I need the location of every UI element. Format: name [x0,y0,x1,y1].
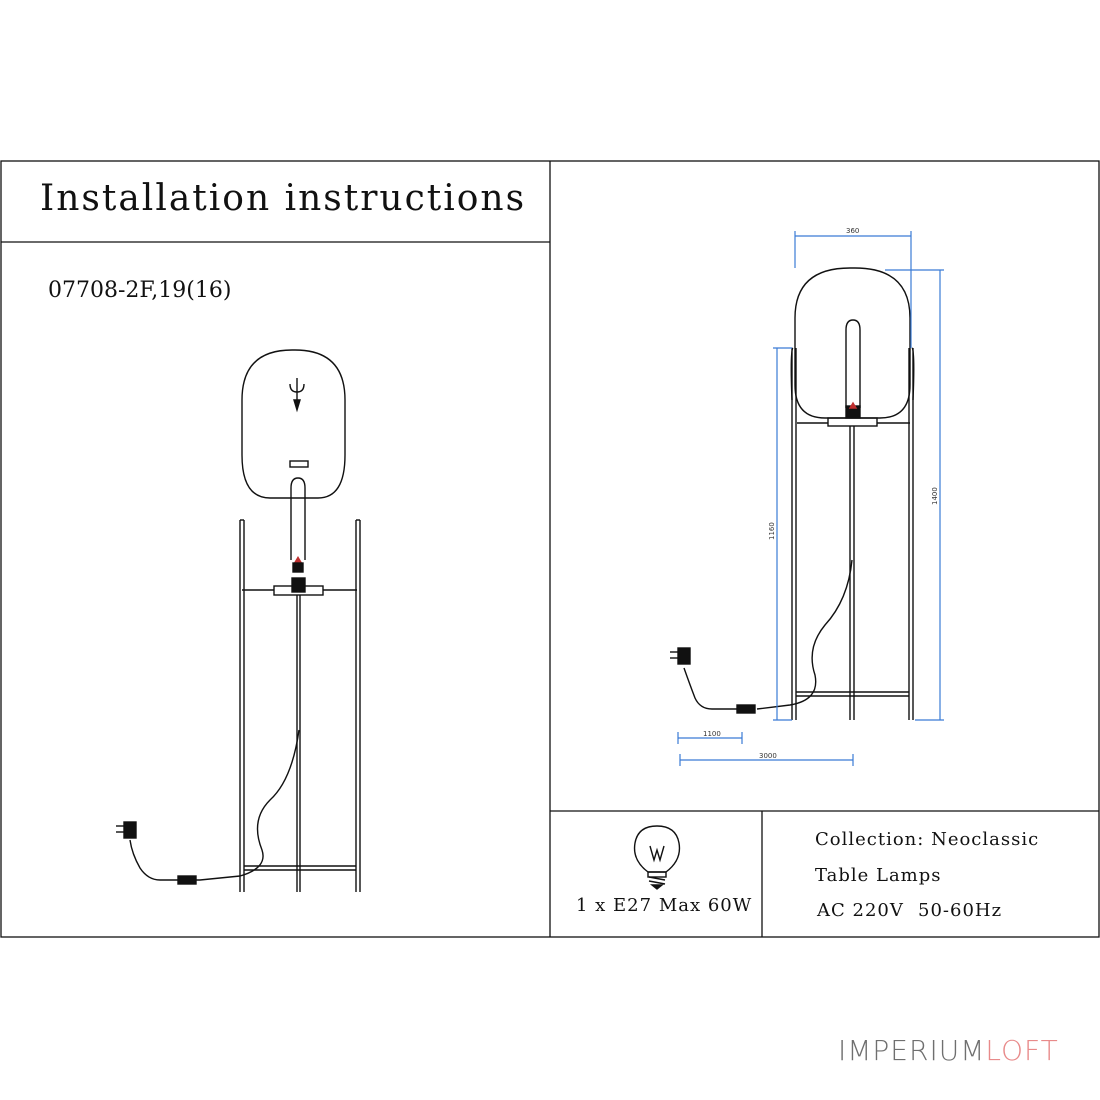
bulb-spec: 1 x E27 Max 60W [576,895,753,916]
dim-cable-total-label: 3000 [759,752,777,760]
plug-icon [116,821,137,839]
lamp-shade [241,349,346,499]
dimension-lines [677,231,944,766]
light-bulb-icon [633,825,681,890]
page-title: Installation instructions [40,178,527,219]
product-type: Table Lamps [815,865,942,886]
dim-height-frame-label: 1160 [768,522,776,540]
lamp-socket [291,577,306,593]
model-number: 07708-2F,19(16) [48,278,232,303]
dim-width-label: 360 [846,227,859,235]
tube-bulb [290,477,306,560]
exploded-lamp-drawing [116,349,361,892]
brand-logo: IMPERIUMLOFT [838,1034,1059,1067]
dimensioned-lamp-drawing [670,267,915,720]
dim-cable-plug-label: 1100 [703,730,721,738]
dim-power-cord [756,559,853,710]
dim-tube-bulb [845,319,861,408]
collection-label: Collection: Neoclassic [815,829,1040,850]
bulb-base [292,562,304,573]
shade-fitting [289,460,309,468]
brand-part-1: IMPERIUM [838,1034,986,1067]
dim-socket-bar [827,417,878,427]
hanging-hook-icon [289,378,305,413]
frequency-spec: 50-60Hz [918,900,1003,921]
dim-height-total-label: 1400 [931,487,939,505]
sheet-grid [0,160,1100,938]
voltage-spec: AC 220V [817,900,904,921]
dim-lamp-shade [794,267,911,419]
inline-switch [177,875,197,885]
dim-plug-icon [670,647,691,665]
brand-part-2: LOFT [985,1034,1059,1067]
dim-inline-switch [736,704,756,714]
